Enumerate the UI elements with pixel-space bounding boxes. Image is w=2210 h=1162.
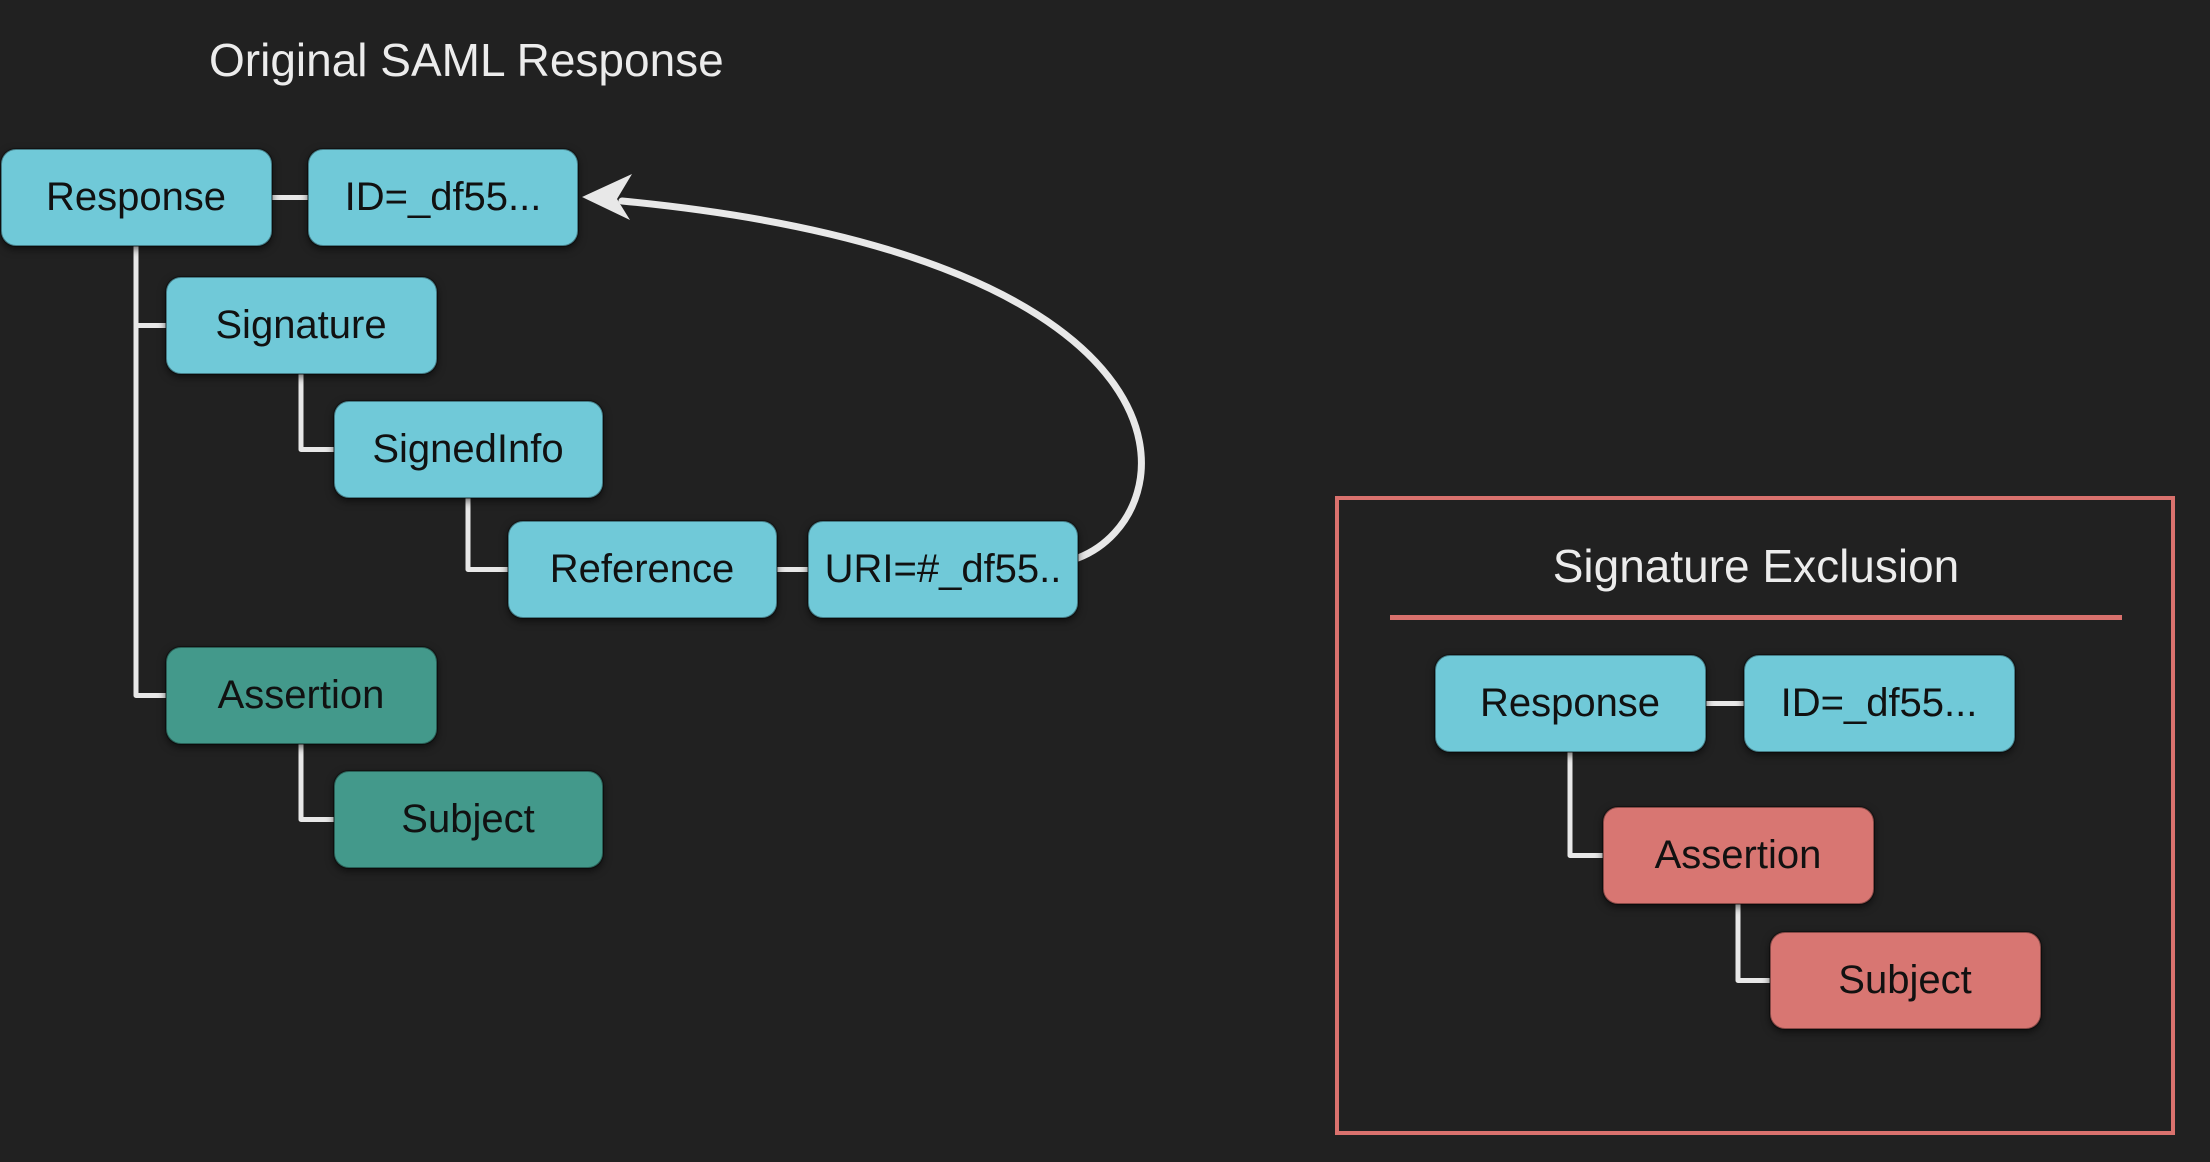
node-uri-label: URI=#_df55.. xyxy=(825,547,1062,591)
node-signedinfo: SignedInfo xyxy=(333,400,604,499)
edge-assertion-subject xyxy=(298,741,337,822)
node-reference: Reference xyxy=(507,520,778,619)
node-id: ID=_df55... xyxy=(307,148,579,247)
node-assertion-box xyxy=(165,646,438,745)
node-signature: Signature xyxy=(165,276,438,375)
node-signedinfo-box xyxy=(333,400,604,499)
node-uri: URI=#_df55.. xyxy=(807,520,1079,619)
edge-signedinfo-reference xyxy=(465,495,511,572)
original-saml-response-diagram: Original SAML Response Response ID=_df55… xyxy=(0,34,1145,869)
excl-node-id-box xyxy=(1743,654,2016,753)
node-subject: Subject xyxy=(333,770,604,869)
node-response-label: Response xyxy=(46,175,226,219)
node-id-label: ID=_df55... xyxy=(345,175,542,219)
node-assertion-label: Assertion xyxy=(218,673,385,717)
excl-node-response-box xyxy=(1434,654,1707,753)
excl-node-response-label: Response xyxy=(1480,681,1660,725)
excl-node-id: ID=_df55... xyxy=(1743,654,2016,753)
signature-exclusion-title-underline xyxy=(1390,615,2122,620)
node-signature-label: Signature xyxy=(215,303,386,347)
node-subject-box xyxy=(333,770,604,869)
node-reference-label: Reference xyxy=(550,547,735,591)
excl-node-assertion-label: Assertion xyxy=(1655,833,1822,877)
edge-excl-response-assertion xyxy=(1567,750,1606,858)
excl-node-assertion: Assertion xyxy=(1602,806,1875,905)
excl-node-id-label: ID=_df55... xyxy=(1781,681,1978,725)
node-subject-label: Subject xyxy=(401,797,534,841)
excl-node-assertion-box xyxy=(1602,806,1875,905)
node-response-box xyxy=(0,148,273,247)
excl-node-subject: Subject xyxy=(1769,931,2042,1030)
edge-signature-signedinfo xyxy=(298,371,337,452)
signature-exclusion-frame xyxy=(1335,496,2175,1135)
excl-node-subject-label: Subject xyxy=(1838,958,1971,1002)
node-id-box xyxy=(307,148,579,247)
left-diagram-title: Original SAML Response xyxy=(209,34,724,86)
node-response: Response xyxy=(0,148,273,247)
edge-response-assertion xyxy=(133,243,169,698)
edge-uri-to-id-curve xyxy=(618,197,1145,562)
signature-exclusion-title: Signature Exclusion xyxy=(1553,540,1960,592)
uri-to-id-arrowhead-icon xyxy=(582,174,632,220)
node-uri-box xyxy=(807,520,1079,619)
node-reference-box xyxy=(507,520,778,619)
node-assertion: Assertion xyxy=(165,646,438,745)
node-signature-box xyxy=(165,276,438,375)
excl-node-response: Response xyxy=(1434,654,1707,753)
node-signedinfo-label: SignedInfo xyxy=(372,427,563,471)
edge-excl-assertion-subject xyxy=(1735,901,1773,983)
excl-node-subject-box xyxy=(1769,931,2042,1030)
signature-exclusion-panel: Signature Exclusion Response ID=_df55...… xyxy=(1335,496,2175,1135)
